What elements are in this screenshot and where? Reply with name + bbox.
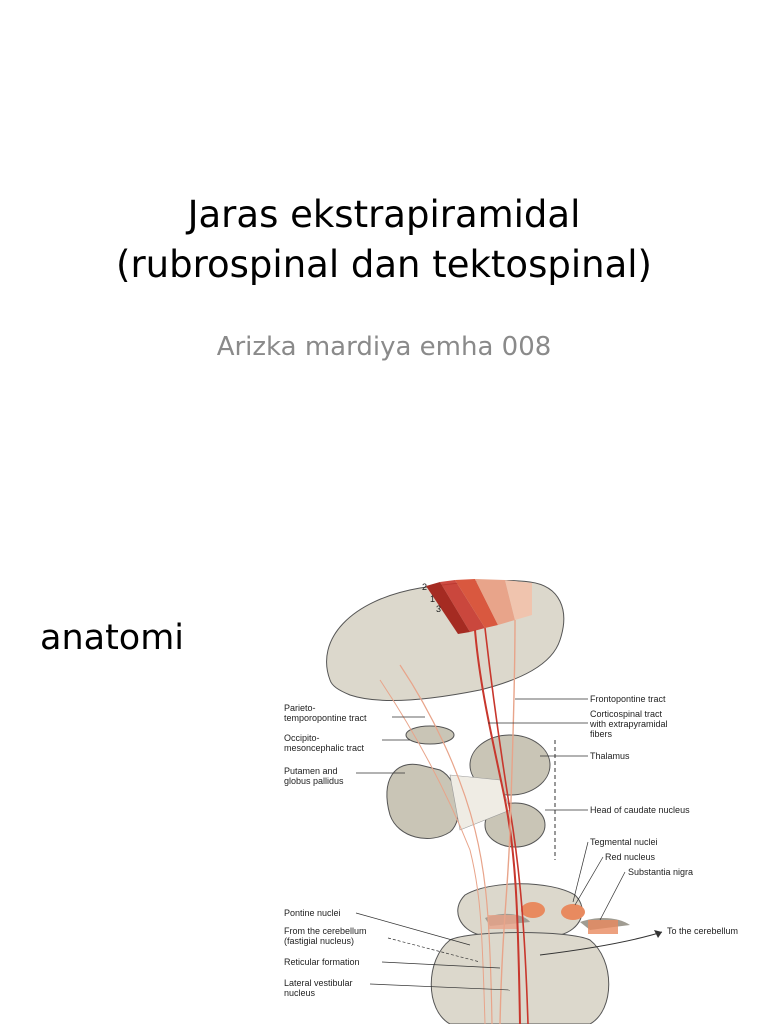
slide-subtitle: Arizka mardiya emha 008: [216, 332, 552, 362]
arrow-head: [654, 930, 662, 938]
pontine-nucleus-left: [488, 915, 518, 929]
label-corticospinal-2: with extrapyramidal: [589, 719, 668, 729]
label-putamen-2: globus pallidus: [284, 776, 344, 786]
label-occipito-2: mesoncephalic tract: [284, 743, 365, 753]
leader-vestibular: [369, 983, 511, 991]
leader-red-nucleus: [574, 856, 604, 906]
label-reticular: Reticular formation: [284, 957, 360, 967]
label-frontopontine: Frontopontine tract: [590, 694, 666, 704]
label-putamen-1: Putamen and: [284, 766, 338, 776]
putamen-globus-pallidus: [386, 763, 460, 839]
caudate-head: [405, 725, 455, 745]
leader-pontine: [355, 912, 471, 946]
red-nucleus-right: [561, 904, 585, 920]
arrow-to-cerebellum: [539, 931, 663, 956]
anatomy-figure: 2 1 3: [270, 570, 768, 1024]
label-red-nucleus: Red nucleus: [605, 852, 656, 862]
cortex-strip-5: [426, 582, 470, 634]
cortex-strip-2: [455, 579, 498, 628]
pontine-nucleus-right: [588, 920, 618, 934]
label-vestibular-2: nucleus: [284, 988, 316, 998]
label-vestibular-1: Lateral vestibular: [284, 978, 353, 988]
anatomy-diagram: 2 1 3: [284, 579, 738, 1024]
label-to-cerebellum: To the cerebellum: [667, 926, 738, 936]
leader-substantia: [599, 871, 626, 921]
label-corticospinal-1: Corticospinal tract: [590, 709, 663, 719]
parieto-temporopontine-tract: [399, 664, 493, 1024]
cortex-number-3: 3: [436, 604, 441, 614]
cortex-strip-4: [505, 580, 532, 620]
section-heading: anatomi: [40, 618, 185, 658]
label-cerebellum-1: From the cerebellum: [284, 926, 367, 936]
cortex-number-2: 2: [422, 582, 427, 592]
label-corticospinal-3: fibers: [590, 729, 613, 739]
red-nucleus-left: [521, 902, 545, 918]
cortex-strip-3: [475, 579, 515, 625]
label-parieto-1: Parieto-: [284, 703, 316, 713]
frontopontine-tract: [499, 619, 516, 1024]
label-parieto-2: temporopontine tract: [284, 713, 367, 723]
label-occipito-1: Occipito-: [284, 733, 320, 743]
corticospinal-tract: [474, 629, 521, 1024]
leader-cerebellum: [387, 937, 481, 963]
leader-reticular: [381, 961, 501, 969]
label-cerebellum-2: (fastigial nucleus): [284, 936, 354, 946]
slide-title-line-1: Jaras ekstrapiramidal: [187, 193, 581, 236]
cortex-strip-1: [440, 580, 485, 632]
label-pontine: Pontine nuclei: [284, 908, 341, 918]
slide-title-line-2: (rubrospinal dan tektospinal): [116, 243, 652, 286]
label-thalamus: Thalamus: [590, 751, 630, 761]
leader-tegmental: [572, 841, 589, 903]
cortex-number-1: 1: [430, 594, 435, 604]
occipito-mesencephalic-tract: [379, 679, 486, 1024]
label-caudate: Head of caudate nucleus: [590, 805, 690, 815]
label-tegmental: Tegmental nuclei: [590, 837, 658, 847]
slide-title: Jaras ekstrapiramidal (rubrospinal dan t…: [0, 190, 768, 290]
label-substantia-nigra: Substantia nigra: [628, 867, 693, 877]
